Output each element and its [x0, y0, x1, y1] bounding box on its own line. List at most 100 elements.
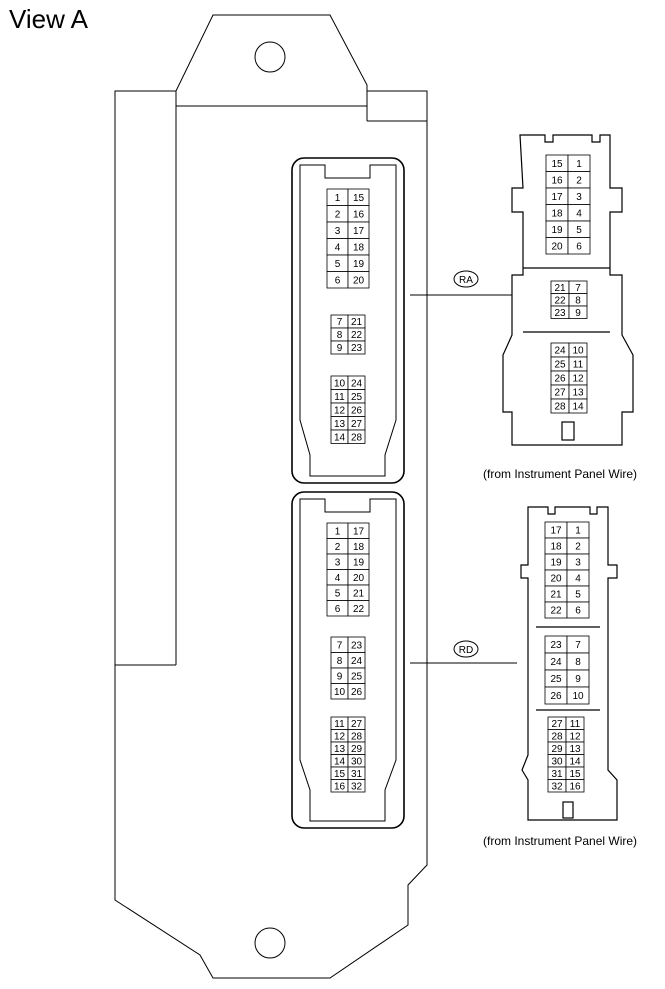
rd-leader: RD	[410, 640, 517, 664]
rd-ecu-pin-number: 32	[351, 781, 363, 792]
ra-harness-pin-number: 25	[554, 360, 566, 371]
rd-ecu-pin-number: 4	[335, 573, 341, 584]
rd-harness-pin-number: 19	[550, 558, 562, 569]
ra-harness-pin-number: 18	[551, 208, 563, 219]
rd-ecu-pin-number: 29	[351, 744, 363, 755]
rd-harness-pin-number: 14	[569, 756, 581, 767]
rd-harness-pin-number: 11	[570, 719, 581, 730]
ra-ecu-pin-number: 6	[335, 275, 341, 286]
rd-harness-pin-number: 5	[575, 590, 581, 601]
rd-ecu-pin-number: 31	[351, 769, 363, 780]
rd-ecu-pin-cell	[347, 600, 370, 617]
ra-harness-pin-number: 11	[573, 360, 584, 371]
rd-ecu-pin-number: 22	[353, 604, 365, 615]
ra-harness-pin-number: 28	[554, 402, 566, 413]
rd-harness-pin-number: 17	[550, 526, 562, 537]
ra-harness-pin-number: 27	[554, 388, 566, 399]
rd-ecu-pin-number: 6	[335, 604, 341, 615]
ra-harness-pin-cell	[567, 237, 591, 255]
ra-harness-connector	[502, 134, 634, 446]
ra-harness-caption: (from Instrument Panel Wire)	[483, 467, 638, 481]
ra-ecu-pin-number: 22	[351, 330, 363, 341]
rd-ecu-socket-frame	[291, 491, 405, 829]
rd-harness-pin-number: 26	[550, 691, 562, 702]
ra-ecu-socket-inner	[299, 164, 397, 477]
rd-harness-pin-number: 6	[575, 606, 581, 617]
ra-ecu-pin-number: 7	[337, 317, 343, 328]
rd-ecu-pin-number: 16	[334, 781, 346, 792]
ra-harness-pin-number: 2	[576, 175, 582, 186]
ra-harness-pin-cell	[568, 305, 588, 319]
ra-ecu-pin-number: 19	[353, 259, 365, 270]
rd-harness-pin-number: 3	[575, 558, 581, 569]
ra-harness-pin-number: 4	[576, 208, 582, 219]
rd-harness-pin-cell	[566, 601, 590, 619]
rd-ecu-pin-number: 7	[337, 640, 343, 651]
rd-harness-outline	[520, 506, 618, 821]
rd-harness-pin-number: 22	[550, 606, 562, 617]
ra-harness-pin-number: 22	[554, 295, 566, 306]
rd-harness-pin-number: 31	[551, 769, 563, 780]
rd-ecu-socket	[291, 491, 405, 829]
rd-harness-pin-number: 29	[551, 744, 563, 755]
lower-mount-hole	[254, 927, 286, 959]
ra-harness-pin-number: 13	[572, 388, 584, 399]
ra-harness-pin-number: 3	[576, 192, 582, 203]
rd-harness-pin-number: 2	[575, 542, 581, 553]
rd-harness-pin-cell	[565, 779, 585, 793]
rd-ecu-socket-inner	[299, 498, 397, 822]
ra-ecu-pin-number: 17	[353, 226, 365, 237]
rd-harness-pin-number: 27	[551, 719, 563, 730]
rd-ecu-pin-number: 20	[353, 573, 365, 584]
ra-ecu-pin-number: 27	[351, 419, 363, 430]
ra-ecu-pin-number: 10	[334, 378, 346, 389]
rd-ecu-pin-number: 14	[334, 756, 346, 767]
rd-ecu-pin-number: 25	[351, 671, 363, 682]
ra-harness-pin-number: 26	[554, 374, 566, 385]
ra-ecu-pin-number: 18	[353, 242, 365, 253]
rd-ecu-pin-number: 30	[351, 756, 363, 767]
rd-ecu-pin-number: 26	[351, 687, 363, 698]
rd-harness-pin-number: 30	[551, 756, 563, 767]
ra-harness-pin-number: 1	[576, 159, 582, 170]
ra-ecu-pin-cell	[347, 340, 366, 355]
ra-ecu-pin-number: 2	[335, 209, 341, 220]
ra-ecu-pin-number: 15	[353, 193, 365, 204]
ra-harness-pin-number: 6	[576, 241, 582, 252]
rd-harness-pin-number: 1	[575, 526, 581, 537]
ra-harness-pin-number: 19	[551, 225, 563, 236]
rd-ecu-pin-number: 17	[353, 526, 365, 537]
rd-label-oval	[453, 640, 479, 658]
ra-harness-pin-cell	[568, 398, 588, 414]
rd-ecu-pin-number: 9	[337, 671, 343, 682]
rd-harness-pin-number: 23	[550, 640, 562, 651]
ra-harness-pin-number: 8	[575, 295, 581, 306]
ra-ecu-pin-number: 26	[351, 405, 363, 416]
ecu-housing-outline	[114, 14, 428, 979]
rd-harness-pin-number: 7	[575, 640, 581, 651]
ra-harness-pin-number: 23	[554, 308, 566, 319]
ra-ecu-pin-cell	[347, 271, 370, 289]
ra-ecu-pin-number: 4	[335, 242, 341, 253]
ra-label-oval	[453, 270, 479, 288]
ra-ecu-pin-number: 28	[351, 432, 363, 443]
ra-harness-pin-number: 17	[551, 192, 563, 203]
ra-label: RA	[459, 275, 473, 286]
ra-harness-pin-number: 20	[551, 241, 563, 252]
rd-ecu-pin-number: 1	[335, 526, 341, 537]
ra-harness-pin-number: 21	[554, 283, 566, 294]
rd-harness-pin-number: 15	[569, 769, 581, 780]
rd-ecu-pin-number: 5	[335, 588, 341, 599]
rd-label: RD	[459, 645, 473, 656]
rd-harness-pin-number: 10	[572, 691, 584, 702]
ra-ecu-socket	[291, 157, 405, 484]
rd-ecu-pin-cell	[347, 683, 366, 700]
rd-harness-connector	[520, 506, 618, 821]
upper-mount-hole	[254, 41, 286, 73]
rd-ecu-pin-number: 3	[335, 557, 341, 568]
ra-ecu-pin-number: 8	[337, 330, 343, 341]
rd-ecu-pin-number: 8	[337, 656, 343, 667]
